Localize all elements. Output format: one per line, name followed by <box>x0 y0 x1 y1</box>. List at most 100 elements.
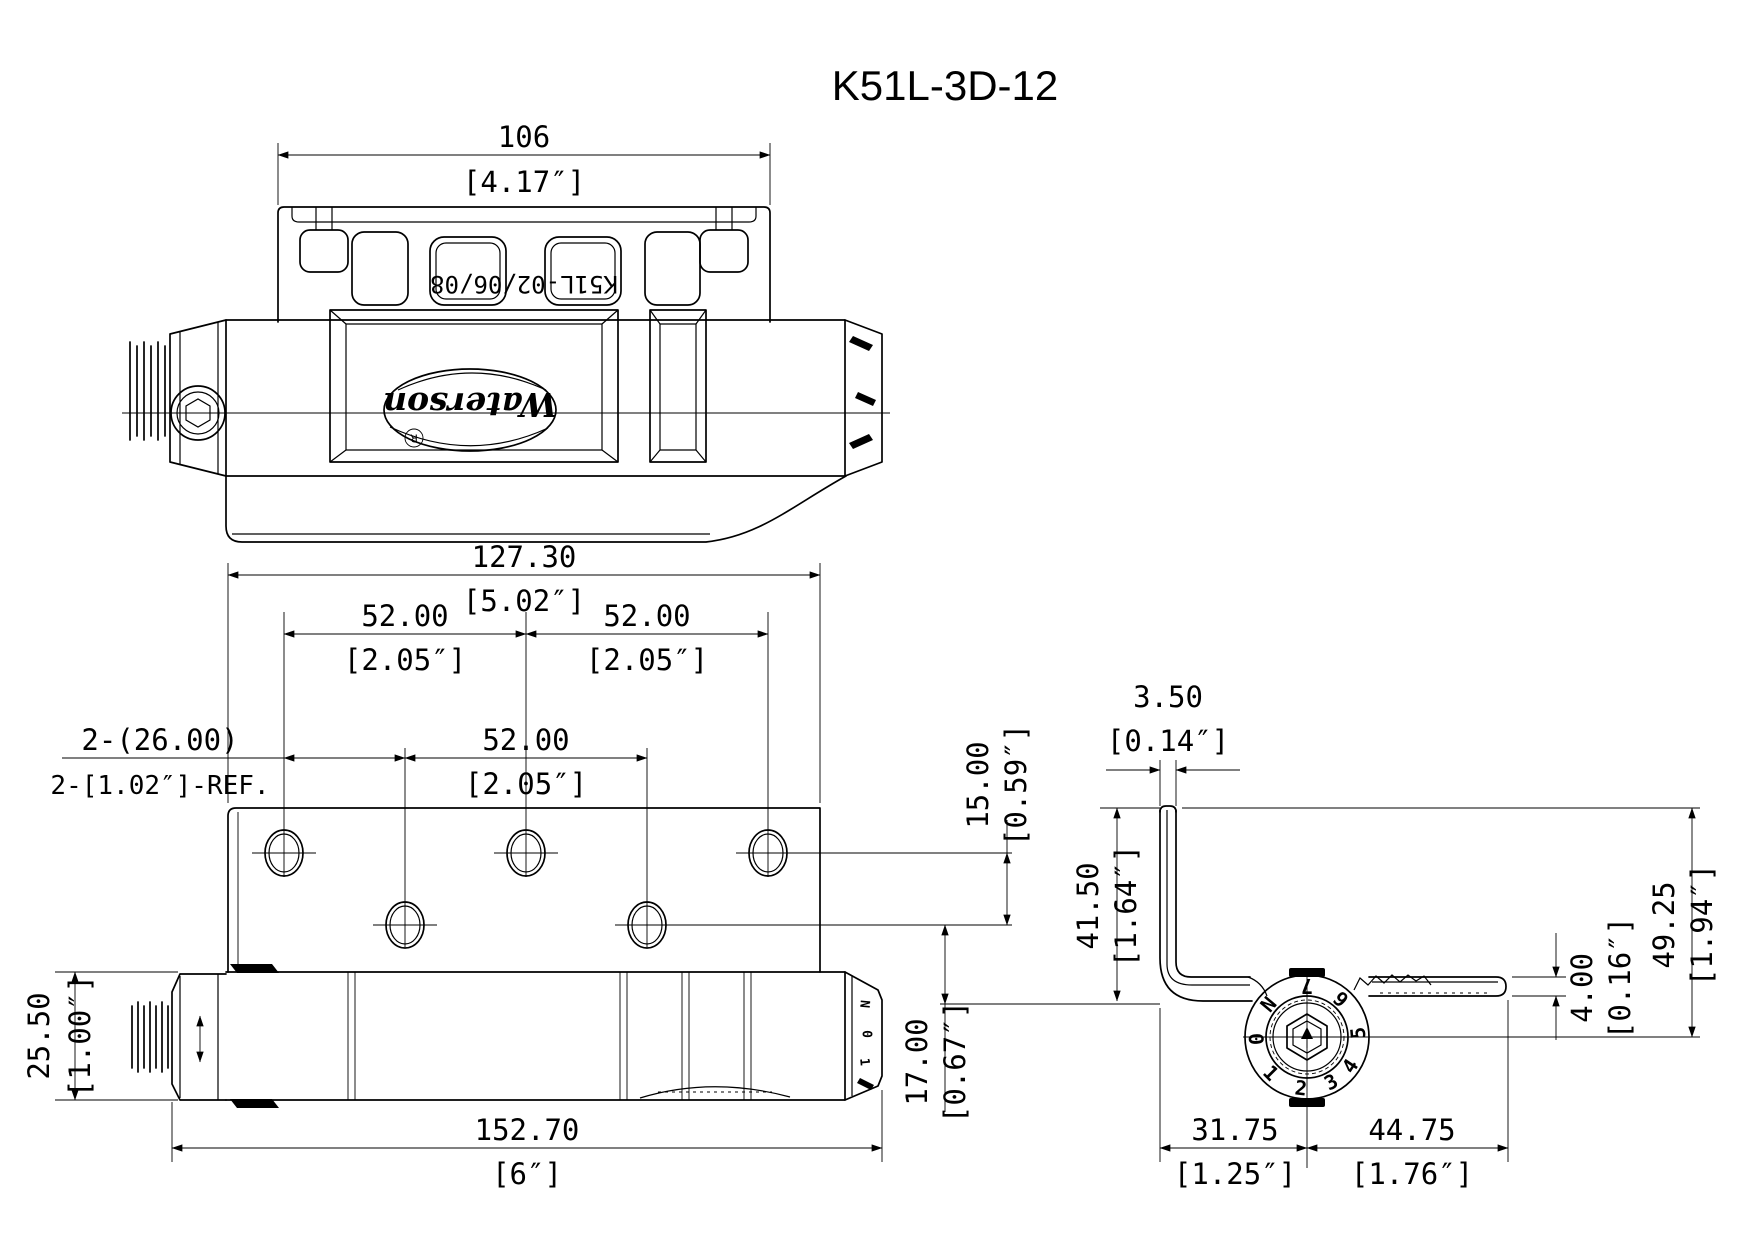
top-view-back-plate: K51L-02/06/08 <box>277 206 771 323</box>
dial-label: 6 <box>1328 986 1353 1012</box>
dim-leg-in: [1.64″] <box>1109 845 1143 967</box>
dim-pin-drop-mm: 17.00 <box>900 1018 934 1105</box>
dim-leg-mm: 41.50 <box>1071 862 1105 949</box>
dim-plate-thk-mm: 3.50 <box>1133 680 1203 714</box>
right-cap <box>844 319 883 477</box>
dim-top-width-mm: 106 <box>498 120 550 154</box>
clip-tab <box>230 1099 279 1108</box>
dim-right-mm: 44.75 <box>1368 1113 1455 1147</box>
cap-dial-label: 1 <box>856 1057 872 1066</box>
square-cutout <box>429 236 507 306</box>
dim-pin-in: [0.16″] <box>1603 917 1637 1039</box>
dim-overall-in: [5.02″] <box>463 584 585 618</box>
slot-cutout <box>699 229 749 273</box>
dial-label: 0 <box>1244 1033 1268 1046</box>
dim-offset-in: 2-[1.02″]-REF. <box>50 771 269 801</box>
clip-tab <box>230 964 279 973</box>
leader-lines <box>666 852 1160 1005</box>
dim-pin-drop-in: [0.67″] <box>938 1001 972 1123</box>
left-cap <box>169 319 227 477</box>
right-cap <box>844 971 883 1101</box>
dim-bottom-offsets: 31.75 [1.25″] 44.75 [1.76″] <box>1159 1000 1509 1191</box>
side-view: 3.50 [0.14″] 41.50 [1.64″] <box>1071 680 1719 1191</box>
dim-hole-right-mm: 52.00 <box>603 599 690 633</box>
waterson-logo: Waterson R <box>383 368 557 452</box>
mounting-hole <box>252 829 316 877</box>
front-body: N 0 1 <box>131 964 883 1108</box>
dial-tab <box>1289 1098 1325 1107</box>
dim-plate-thickness: 3.50 [0.14″] <box>1106 680 1240 806</box>
dim-row-gap: 15.00 [0.59″] <box>961 724 1033 926</box>
front-plate <box>227 807 1160 1005</box>
dim-length-mm: 152.70 <box>475 1113 580 1147</box>
hex-socket <box>185 398 211 428</box>
square-cutout-inner <box>435 242 501 300</box>
dim-row-gap-in: [0.59″] <box>999 724 1033 846</box>
dim-row-gap-mm: 15.00 <box>961 741 995 828</box>
dim-hole-left-mm: 52.00 <box>361 599 448 633</box>
knurl-mark <box>849 336 873 351</box>
square-cutout <box>544 236 622 306</box>
dim-offset-mm: 2-(26.00) <box>81 723 238 757</box>
body-outline <box>225 971 846 1101</box>
slot-cutout <box>299 229 349 273</box>
dial-label: 4 <box>1337 1054 1364 1077</box>
dim-height-in: [1.94″] <box>1685 864 1719 986</box>
dim-hole-spacing-mid: 52.00 [2.05″] 2-(26.00) 2-[1.02″]-REF. <box>50 723 648 947</box>
dim-cap-in: [1.00″] <box>63 975 97 1097</box>
dim-pin-drop: 17.00 [0.67″] <box>900 924 972 1123</box>
registered-mark: R <box>410 432 418 445</box>
dial-label: N <box>1255 992 1281 1017</box>
dim-right-in: [1.76″] <box>1351 1157 1473 1191</box>
logo-text: Waterson <box>383 385 557 424</box>
slot-cutout <box>644 231 701 306</box>
dim-cap-mm: 25.50 <box>22 992 56 1079</box>
dim-length-in: [6″] <box>492 1157 562 1191</box>
dim-hole-mid-in: [2.05″] <box>465 767 587 801</box>
dim-overall-width: 127.30 [5.02″] <box>227 540 821 803</box>
body-seams <box>347 972 752 1100</box>
knurl-mark <box>849 434 873 449</box>
dim-hole-left-in: [2.05″] <box>344 643 466 677</box>
dim-height-mm: 49.25 <box>1647 881 1681 968</box>
dial-label: 1 <box>1258 1060 1283 1085</box>
square-cutout-inner <box>550 242 616 300</box>
dim-body-length: 152.70 [6″] <box>171 1090 883 1191</box>
notch-outer <box>649 309 707 463</box>
knurl-cap-edge <box>1353 974 1432 991</box>
dim-hole-spacing-top: 52.00 [2.05″] 52.00 [2.05″] <box>283 599 769 877</box>
dim-hole-right-in: [2.05″] <box>586 643 708 677</box>
thread-lines <box>131 1001 169 1073</box>
side-plate-leg <box>1159 805 1268 1002</box>
dim-pin-mm: 4.00 <box>1565 953 1599 1023</box>
knurl-mark <box>855 392 876 406</box>
knurl-mark <box>857 1078 874 1090</box>
dim-total-height: 49.25 [1.94″] <box>1647 807 1719 1038</box>
dial-label: 7 <box>1301 974 1313 998</box>
dial-label: 3 <box>1320 1069 1342 1096</box>
dim-leg-height: 41.50 [1.64″] <box>1071 807 1160 1002</box>
dim-overall-mm: 127.30 <box>472 540 577 574</box>
dim-hole-mid-mm: 52.00 <box>482 723 569 757</box>
notch-inner <box>659 323 697 451</box>
front-view: 127.30 [5.02″] 52.00 [2.05″] 52.00 [2.05… <box>22 540 1160 1191</box>
dial-tab <box>1289 968 1325 977</box>
mounting-hole <box>373 901 437 949</box>
part-marking-text: K51L-02/06/08 <box>430 270 618 298</box>
dim-top-width: 106 [4.17″] <box>277 120 771 205</box>
dim-left-mm: 31.75 <box>1191 1113 1278 1147</box>
drawing-title: K51L-3D-12 <box>832 62 1058 109</box>
dim-top-width-in: [4.17″] <box>463 165 585 199</box>
top-view: 106 [4.17″] K51L-02/06/08 <box>122 120 890 543</box>
dim-pin-thickness: 4.00 [0.16″] <box>1512 917 1637 1040</box>
dim-plate-thk-in: [0.14″] <box>1107 724 1229 758</box>
slot-cutout <box>351 231 409 306</box>
thread-lines <box>129 341 166 441</box>
dim-left-in: [1.25″] <box>1174 1157 1296 1191</box>
bottom-plate <box>225 475 847 543</box>
top-view-body: Waterson R <box>122 309 890 543</box>
hinge-pin <box>1353 974 1507 997</box>
dim-cap-height: 25.50 [1.00″] <box>22 971 178 1101</box>
